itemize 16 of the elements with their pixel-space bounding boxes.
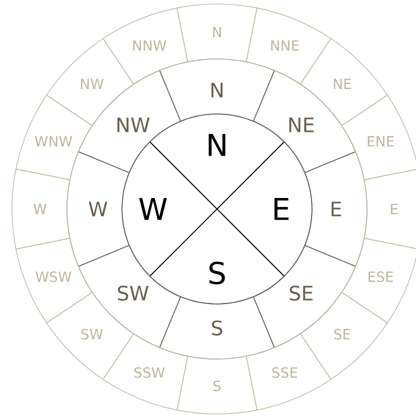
compass-sector: S [159,296,275,360]
compass-sector: E [304,151,368,267]
compass-sector: NNW [102,8,188,85]
compass-sector: ESE [341,238,416,324]
compass-sector: WNW [16,94,93,180]
compass-sector: N [159,58,275,122]
compass-sector: NNE [246,8,332,85]
compass-sector: N [176,4,258,62]
compass-sector: SSE [246,333,332,410]
compass-sector: S [176,356,258,414]
compass-sector: E [364,168,416,250]
compass-sector: WSW [16,238,93,324]
compass-sector: SSW [102,333,188,410]
compass-sector: W [12,168,70,250]
compass-sector: ENE [341,94,416,180]
compass-sector: W [66,151,130,267]
